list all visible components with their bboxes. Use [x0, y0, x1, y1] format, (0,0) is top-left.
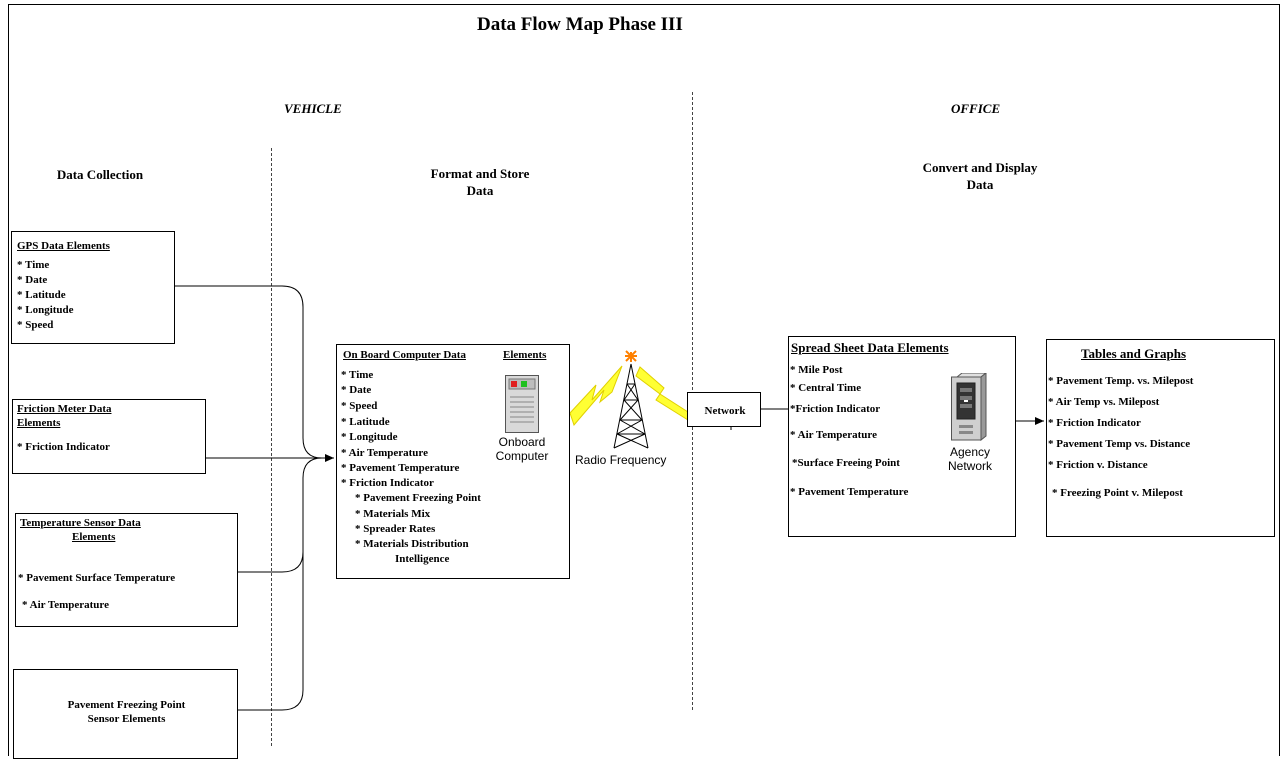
radio-frequency-label: Radio Frequency: [575, 453, 667, 467]
friction-title-line2: Elements: [17, 417, 61, 429]
spreadsheet-item: * Air Temperature: [790, 429, 877, 441]
spreadsheet-title: Spread Sheet Data Elements: [791, 340, 949, 355]
onboard-subitem: * Pavement Freezing Point: [355, 492, 481, 504]
section-office: OFFICE: [951, 101, 1001, 116]
gps-title: GPS Data Elements: [17, 240, 110, 252]
spreadsheet-item: *Surface Freeing Point: [792, 457, 900, 469]
spreadsheet-box: Spread Sheet Data Elements * Mile Post *…: [788, 336, 1016, 537]
network-label: Network: [704, 405, 746, 417]
section-vehicle: VEHICLE: [284, 101, 342, 116]
temperature-item: * Air Temperature: [22, 599, 109, 611]
onboard-item: * Air Temperature: [341, 447, 428, 459]
onboard-computer-box: On Board Computer Data Elements * Time *…: [336, 344, 570, 579]
onboard-item: * Latitude: [341, 416, 390, 428]
onboard-computer-icon: [505, 375, 539, 433]
onboard-item: * Friction Indicator: [341, 477, 434, 489]
gps-item: * Time: [17, 259, 50, 271]
temperature-title-line2: Elements: [72, 531, 116, 543]
friction-title-line1: Friction Meter Data: [17, 403, 112, 415]
spreadsheet-item: *Friction Indicator: [790, 403, 881, 415]
freezing-connector: [238, 478, 304, 711]
onboard-subitem: * Spreader Rates: [355, 523, 436, 535]
friction-meter-box: Friction Meter Data Elements * Friction …: [12, 399, 206, 474]
spreadsheet-item: * Pavement Temperature: [790, 486, 909, 498]
tables-item: * Friction Indicator: [1048, 417, 1141, 429]
onboard-item: * Longitude: [341, 431, 398, 443]
gps-item: * Speed: [17, 319, 54, 331]
temperature-sensor-box: Temperature Sensor Data Elements * Pavem…: [15, 513, 238, 627]
network-box: Network: [687, 392, 761, 427]
freezing-title-line1: Pavement Freezing Point: [67, 699, 186, 711]
tables-title: Tables and Graphs: [1081, 346, 1187, 361]
gps-connector: [175, 285, 323, 459]
temperature-item: * Pavement Surface Temperature: [18, 572, 176, 584]
temperature-title-line1: Temperature Sensor Data: [20, 517, 141, 529]
freezing-title-line2: Sensor Elements: [87, 713, 166, 725]
radio-tower-icon: [613, 363, 649, 449]
onboard-subitem: * Materials Distribution: [355, 538, 469, 550]
onboard-title-left: On Board Computer Data: [343, 349, 466, 361]
tables-item: * Air Temp vs. Milepost: [1048, 396, 1160, 408]
onboard-item: * Pavement Temperature: [341, 462, 460, 474]
divider-collection: [271, 148, 272, 746]
friction-item: * Friction Indicator: [17, 441, 110, 453]
onboard-title-right: Elements: [503, 349, 547, 361]
tables-graphs-box: Tables and Graphs * Pavement Temp. vs. M…: [1046, 339, 1275, 537]
spreadsheet-item: * Central Time: [790, 382, 862, 394]
tables-item: * Freezing Point v. Milepost: [1052, 487, 1183, 499]
onboard-item: * Speed: [341, 400, 378, 412]
diagram-title: Data Flow Map Phase III: [477, 14, 683, 35]
gps-item: * Longitude: [17, 304, 74, 316]
onboard-subitem: * Materials Mix: [355, 508, 431, 520]
onboard-item: * Time: [341, 369, 374, 381]
tables-item: * Pavement Temp vs. Distance: [1048, 438, 1191, 450]
gps-item: * Latitude: [17, 289, 66, 301]
gps-data-box: GPS Data Elements * Time * Date * Latitu…: [11, 231, 175, 344]
spreadsheet-item: * Mile Post: [790, 364, 843, 376]
freezing-point-sensor-box: Pavement Freezing Point Sensor Elements: [13, 669, 238, 759]
gps-item: * Date: [17, 274, 48, 286]
antenna-burst-icon: [625, 350, 637, 362]
onboard-subitem-tail: Intelligence: [395, 553, 450, 565]
agency-network-server-icon: [951, 371, 988, 442]
onboard-item: * Date: [341, 384, 372, 396]
tables-item: * Pavement Temp. vs. Milepost: [1048, 375, 1194, 387]
diagram-frame: [8, 4, 1280, 756]
heading-data-collection: Data Collection: [56, 167, 144, 182]
temperature-connector: [238, 457, 323, 573]
tables-item: * Friction v. Distance: [1048, 459, 1148, 471]
